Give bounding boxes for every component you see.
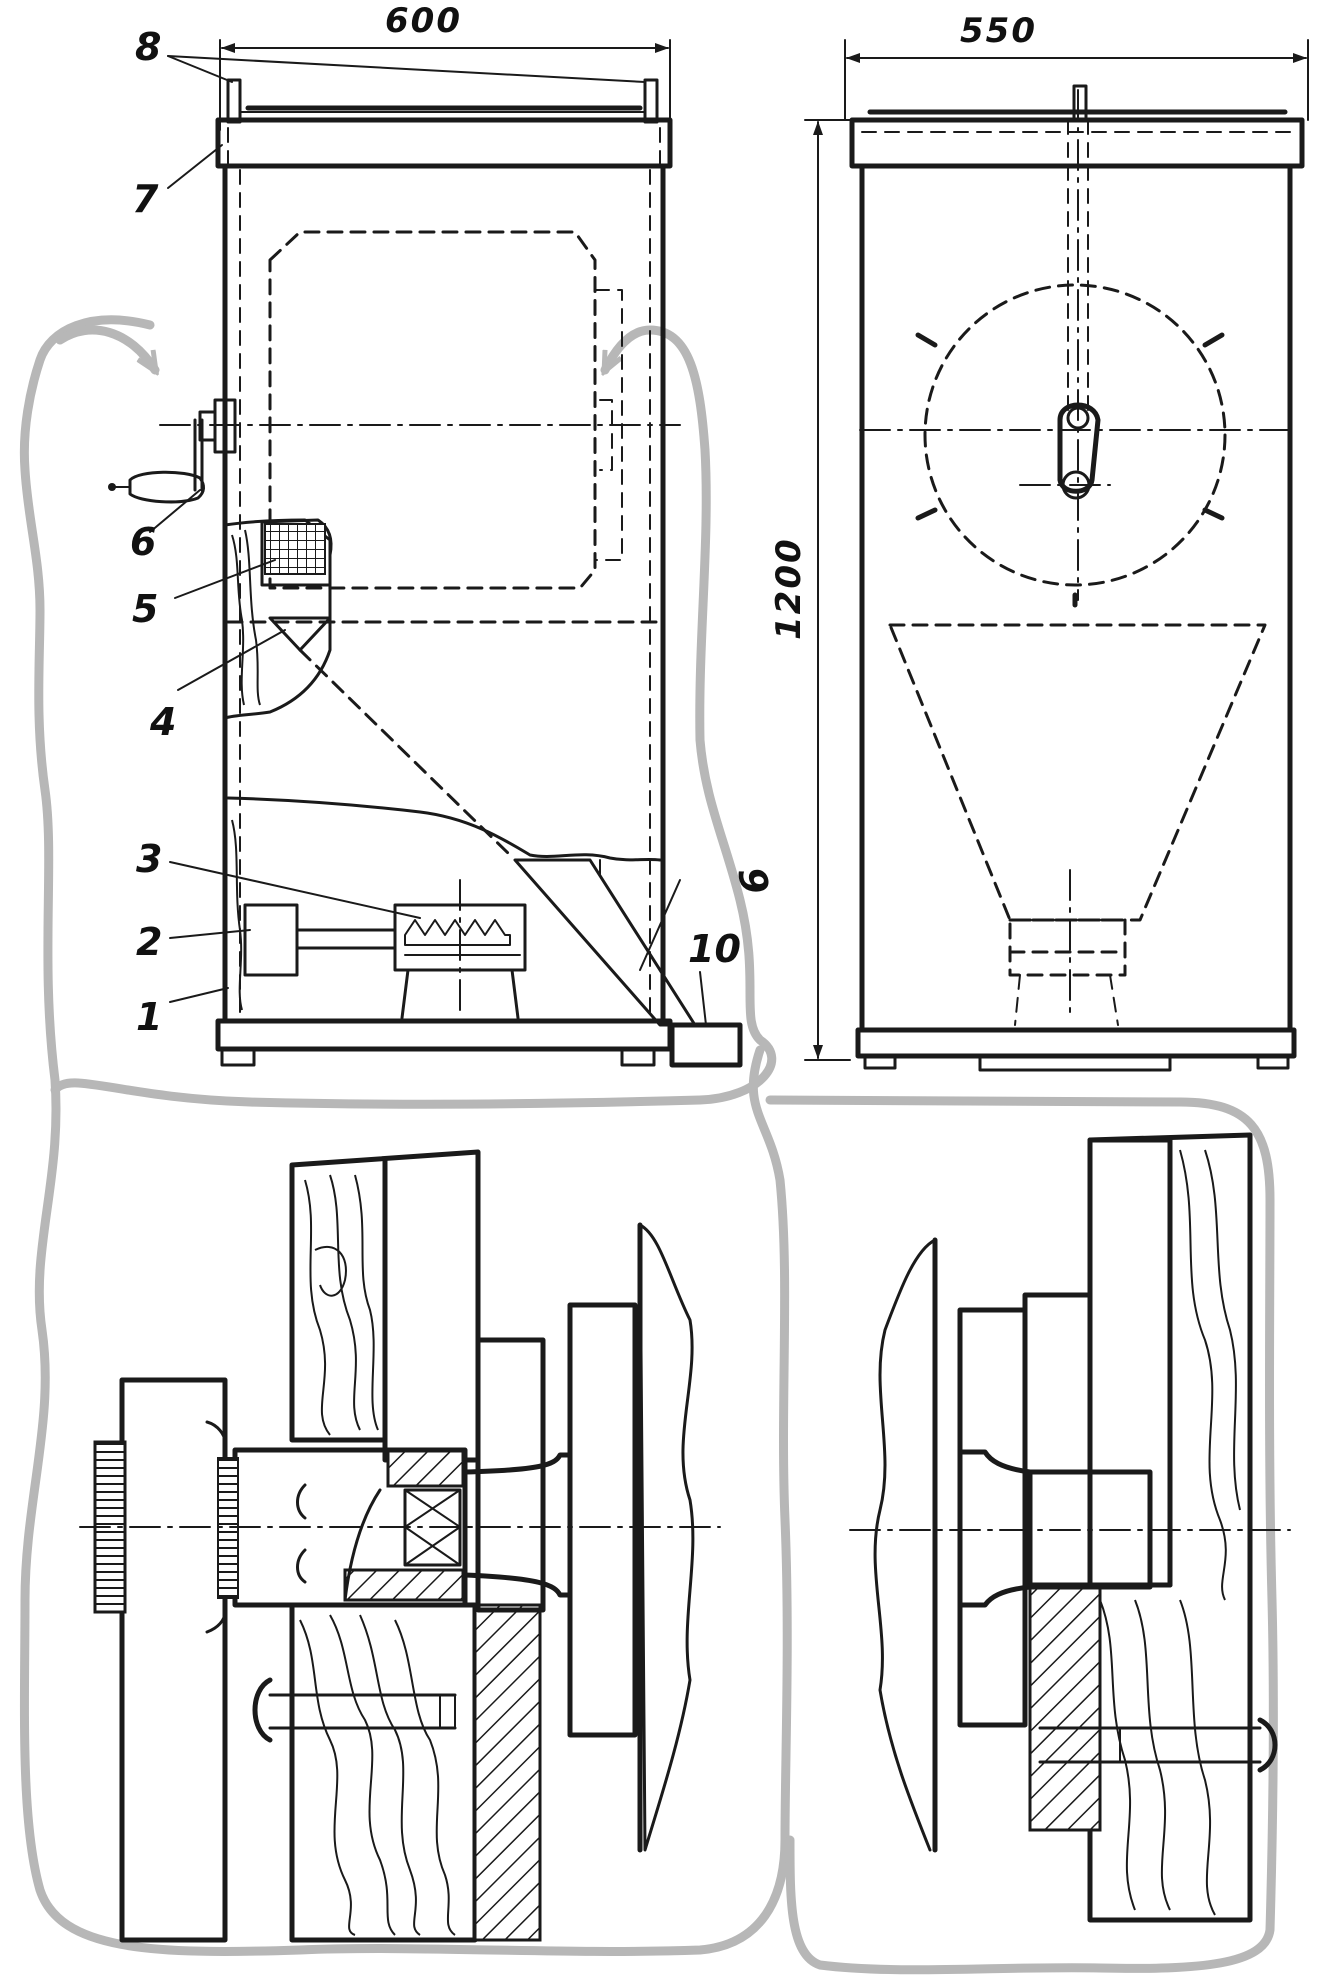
motor <box>243 903 299 977</box>
callout-2: 2 <box>136 920 162 964</box>
drum-edge-right-detail <box>873 1238 937 1852</box>
chute-upper-dashed <box>298 648 512 857</box>
callout-3: 3 <box>136 837 162 881</box>
side-width-dimension: 550 <box>960 11 1037 51</box>
front-view: 600 <box>108 1 743 1068</box>
callout-leaders <box>149 55 707 1026</box>
left-detail-outline <box>19 315 792 1956</box>
flange-small <box>475 1337 546 1613</box>
left-detail-outline-top <box>50 325 777 1109</box>
callout-6: 6 <box>130 520 156 564</box>
lid-pin-right <box>643 78 659 124</box>
pulley <box>119 1377 228 1943</box>
cabinet-base <box>215 1018 673 1052</box>
callout-5: 5 <box>132 587 158 631</box>
sieve-frame <box>260 518 333 587</box>
collection-drawer <box>669 1022 743 1068</box>
arrow-to-left-axle <box>55 325 160 370</box>
flange-right-small <box>1022 1292 1093 1588</box>
upper-wood-beam <box>289 1149 481 1463</box>
cabinet-body <box>222 163 666 1024</box>
crank-arm-side <box>1057 402 1101 494</box>
drum-circle <box>923 283 1227 587</box>
side-funnel <box>888 623 1267 922</box>
lid-pin-left <box>226 78 242 124</box>
flange-large <box>567 1302 638 1738</box>
flange-right-large <box>957 1307 1028 1728</box>
funnel-outline <box>268 616 332 652</box>
side-base <box>855 1027 1297 1059</box>
cutaway-wave <box>226 796 662 862</box>
bearing-detail-left <box>79 1149 721 1943</box>
drum-outline <box>268 230 597 590</box>
callout-4: 4 <box>149 700 176 744</box>
bushing-detail-right <box>849 1132 1291 1923</box>
sieve-mesh <box>264 523 326 575</box>
right-detail-outline <box>765 1095 1278 1975</box>
callout-1: 1 <box>136 995 162 1039</box>
front-width-dimension: 600 <box>385 1 462 41</box>
detail-callout-outlines <box>19 315 1278 1975</box>
bushing-lower <box>343 1568 465 1602</box>
chute-lower <box>513 858 697 1027</box>
bolt-left <box>252 1677 273 1743</box>
hatched-plate-lower <box>473 1603 542 1942</box>
callout-10: 10 <box>688 927 741 971</box>
bolt-right <box>1257 1717 1278 1773</box>
lid <box>215 117 673 169</box>
callout-9: 9 <box>729 864 777 898</box>
callout-7: 7 <box>132 177 159 221</box>
side-drawer <box>978 1054 1172 1072</box>
drum-edge-left-detail <box>638 1223 695 1852</box>
side-view: 550 1200 <box>769 11 1309 1072</box>
side-top-pin <box>1072 84 1088 122</box>
bushing-upper <box>386 1448 465 1488</box>
heater-coil <box>404 919 511 946</box>
hatched-plate-right <box>1028 1583 1102 1832</box>
crank-handle <box>128 470 205 504</box>
callout-8: 8 <box>135 25 161 69</box>
callout-numbers: 8 7 6 5 4 3 2 1 9 10 <box>130 25 777 1039</box>
height-dimension: 1200 <box>769 537 809 640</box>
side-heater <box>1008 918 1127 977</box>
